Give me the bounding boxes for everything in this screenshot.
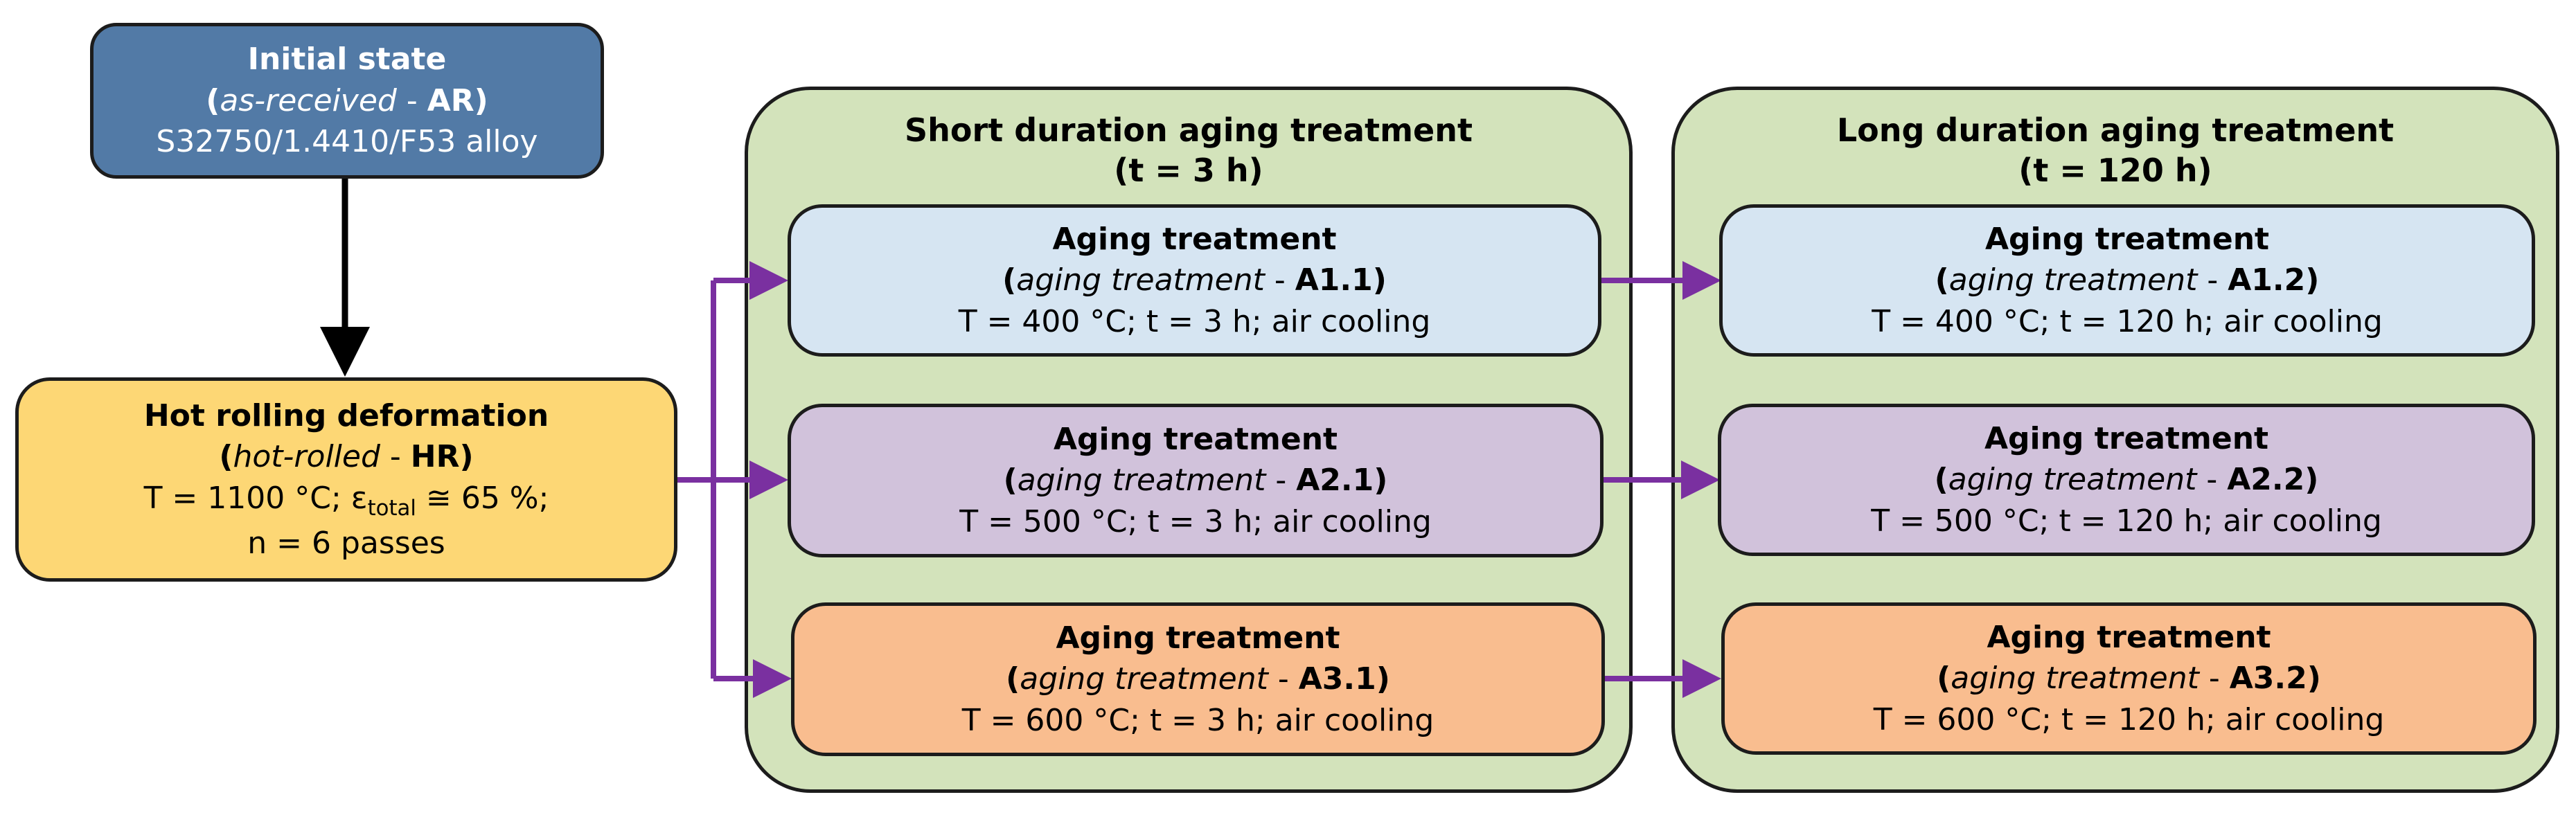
aging-a22-code-line: (aging treatment - A2.2) [1934,462,2319,498]
long-duration-group-title: Long duration aging treatment (t = 120 h… [1671,111,2559,190]
aging-a22-title: Aging treatment [1984,420,2269,456]
aging-a12-conditions: T = 400 °C; t = 120 h; air cooling [1872,303,2383,339]
aging-a32-node: Aging treatment (aging treatment - A3.2)… [1721,602,2537,755]
aging-a21-node: Aging treatment (aging treatment - A2.1)… [788,404,1604,557]
aging-a31-conditions: T = 600 °C; t = 3 h; air cooling [961,702,1434,738]
short-duration-title: Short duration aging treatment [905,111,1473,149]
aging-a11-code-line: (aging treatment - A1.1) [1002,262,1387,298]
aging-a12-title: Aging treatment [1984,221,2270,257]
aging-a31-title: Aging treatment [1056,620,1340,656]
hot-rolling-title: Hot rolling deformation [143,397,549,433]
aging-a11-node: Aging treatment (aging treatment - A1.1)… [788,204,1601,357]
aging-a21-code-line: (aging treatment - A2.1) [1003,463,1388,499]
aging-a32-conditions: T = 600 °C; t = 120 h; air cooling [1873,701,2385,737]
aging-a11-conditions: T = 400 °C; t = 3 h; air cooling [958,303,1431,339]
short-duration-group-title: Short duration aging treatment (t = 3 h) [745,111,1633,190]
long-duration-title: Long duration aging treatment [1836,111,2395,149]
long-duration-subtitle: (t = 120 h) [2018,151,2212,189]
initial-state-material: S32750/1.4410/F53 alloy [156,124,538,160]
aging-a22-node: Aging treatment (aging treatment - A2.2)… [1718,404,2535,556]
aging-a21-conditions: T = 500 °C; t = 3 h; air cooling [959,503,1432,539]
aging-a31-code-line: (aging treatment - A3.1) [1006,661,1390,697]
aging-a12-code-line: (aging treatment - A1.2) [1935,262,2320,298]
initial-state-node: Initial state (as-received - AR) S32750/… [90,23,604,179]
hot-rolling-passes: n = 6 passes [247,525,445,561]
hot-rolling-conditions: T = 1100 °C; εtotal ≅ 65 %; [143,480,549,521]
aging-a31-node: Aging treatment (aging treatment - A3.1)… [791,602,1605,756]
branch-arrows [677,261,1721,698]
aging-a22-conditions: T = 500 °C; t = 120 h; air cooling [1871,503,2382,539]
aging-a21-title: Aging treatment [1053,421,1338,457]
aging-a12-node: Aging treatment (aging treatment - A1.2)… [1719,204,2535,357]
aging-a32-title: Aging treatment [1987,619,2271,655]
aging-a32-code-line: (aging treatment - A3.2) [1937,661,2321,697]
aging-a11-title: Aging treatment [1052,221,1337,257]
initial-state-code-line: (as-received - AR) [206,82,488,118]
initial-state-title: Initial state [247,42,447,78]
hot-rolling-node: Hot rolling deformation (hot-rolled - HR… [15,377,677,582]
hot-rolling-code-line: (hot-rolled - HR) [219,439,474,475]
short-duration-subtitle: (t = 3 h) [1114,151,1263,189]
